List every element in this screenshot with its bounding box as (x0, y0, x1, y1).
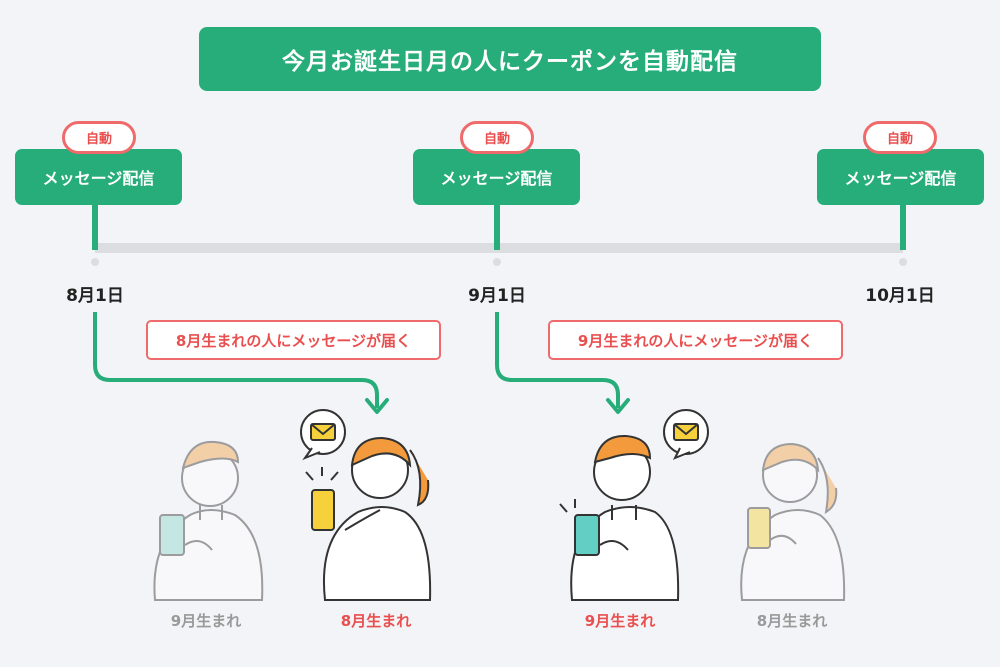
auto-badge: 自動 (460, 121, 534, 154)
connector-arrow-1 (93, 312, 379, 408)
person-illustration-2 (305, 436, 432, 601)
arrow-head-icon (606, 398, 630, 414)
timeline-date: 8月1日 (66, 286, 124, 306)
person-caption-4: 8月生まれ (756, 612, 828, 630)
person-caption-1: 9月生まれ (170, 612, 242, 630)
arrow-head-icon (365, 398, 389, 414)
message-delivery-box: メッセージ配信 (817, 149, 984, 205)
callout-september: 9月生まれの人にメッセージが届く (548, 320, 843, 360)
message-delivery-box: メッセージ配信 (413, 149, 580, 205)
callout-august: 8月生まれの人にメッセージが届く (146, 320, 441, 360)
mail-bubble-icon (300, 409, 346, 461)
timeline-date: 9月1日 (468, 286, 526, 306)
person-illustration-1 (153, 440, 264, 601)
mail-bubble-icon (663, 409, 709, 460)
message-delivery-box: メッセージ配信 (15, 149, 182, 205)
connector-arrow-2 (495, 312, 620, 408)
person-caption-3: 9月生まれ (584, 612, 656, 630)
person-illustration-3 (559, 434, 680, 601)
timeline-tick-3 (899, 258, 907, 266)
auto-badge: 自動 (863, 121, 937, 154)
auto-badge: 自動 (62, 121, 136, 154)
person-illustration-4 (740, 442, 846, 601)
timeline-date: 10月1日 (865, 286, 935, 306)
page-title: 今月お誕生日月の人にクーポンを自動配信 (199, 27, 821, 91)
person-caption-2: 8月生まれ (340, 612, 412, 630)
timeline-tick-2 (493, 258, 501, 266)
timeline-tick-1 (91, 258, 99, 266)
